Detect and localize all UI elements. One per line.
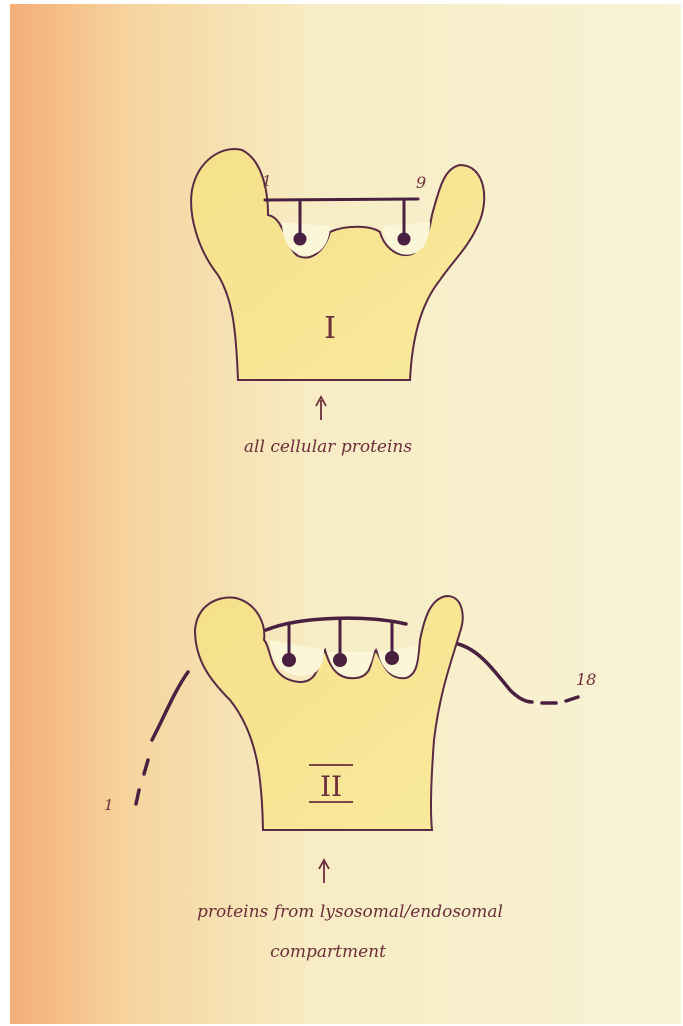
class-i-caption: all cellular proteins [244, 437, 412, 457]
class-ii-caption-line-1: proteins from lysosomal/endosomal [197, 902, 503, 922]
class-ii-anchor-residue-1 [282, 653, 296, 667]
class-ii-peptide-start-label: 1 [104, 796, 114, 814]
class-i-anchor-residue-left [294, 233, 307, 246]
class-i-peptide-end-label: 9 [416, 173, 426, 192]
class-i-roman-numeral: I [324, 311, 336, 346]
class-i-peptide-start-label: 1 [262, 172, 272, 190]
class-i-peptide-backbone [265, 199, 418, 200]
class-i-anchor-residue-right [398, 233, 411, 246]
class-ii-anchor-residue-2 [333, 653, 347, 667]
class-ii-anchor-residue-3 [385, 651, 399, 665]
class-ii-caption-line-2: compartment [270, 942, 386, 962]
class-ii-roman-numeral: II [320, 770, 342, 803]
slide-background [10, 4, 681, 1024]
class-ii-peptide-end-label: 18 [576, 670, 596, 689]
